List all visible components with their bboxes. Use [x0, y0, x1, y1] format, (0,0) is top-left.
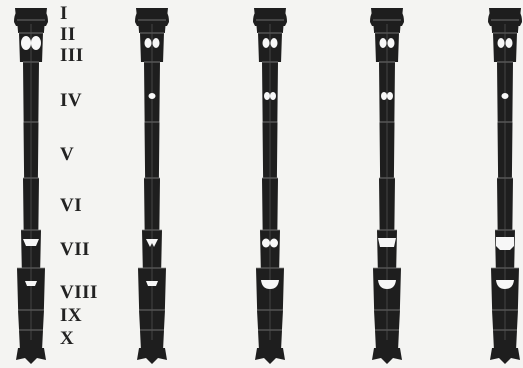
pale-spot — [380, 38, 387, 48]
pale-spot — [502, 93, 509, 99]
pale-spot — [149, 93, 156, 99]
pale-spot — [496, 237, 514, 250]
pale-spot — [506, 38, 513, 48]
anal-appendages — [255, 348, 285, 364]
specimen-1 — [14, 8, 48, 364]
specimen-2 — [135, 8, 169, 364]
pale-spot — [264, 92, 270, 100]
pale-spot — [263, 38, 270, 48]
anal-appendages — [137, 348, 167, 364]
specimen-5 — [488, 8, 522, 364]
pale-spot — [25, 281, 37, 286]
anal-appendages — [372, 348, 402, 364]
pale-spot — [388, 38, 395, 48]
pale-spot — [31, 36, 41, 50]
pale-spot — [146, 281, 158, 286]
pale-spot — [271, 38, 278, 48]
pale-spot — [270, 239, 278, 248]
pale-spot — [378, 238, 396, 247]
pale-spot — [381, 92, 387, 100]
pale-spot — [387, 92, 393, 100]
pale-spot — [153, 38, 160, 48]
specimen-3 — [253, 8, 287, 364]
pale-spot — [270, 92, 276, 100]
pale-spot — [145, 38, 152, 48]
pale-spot — [498, 38, 505, 48]
pale-spot — [21, 36, 31, 50]
anal-appendages — [490, 348, 520, 364]
specimen-4 — [370, 8, 404, 364]
anal-appendages — [16, 348, 46, 364]
pale-spot — [262, 239, 270, 248]
